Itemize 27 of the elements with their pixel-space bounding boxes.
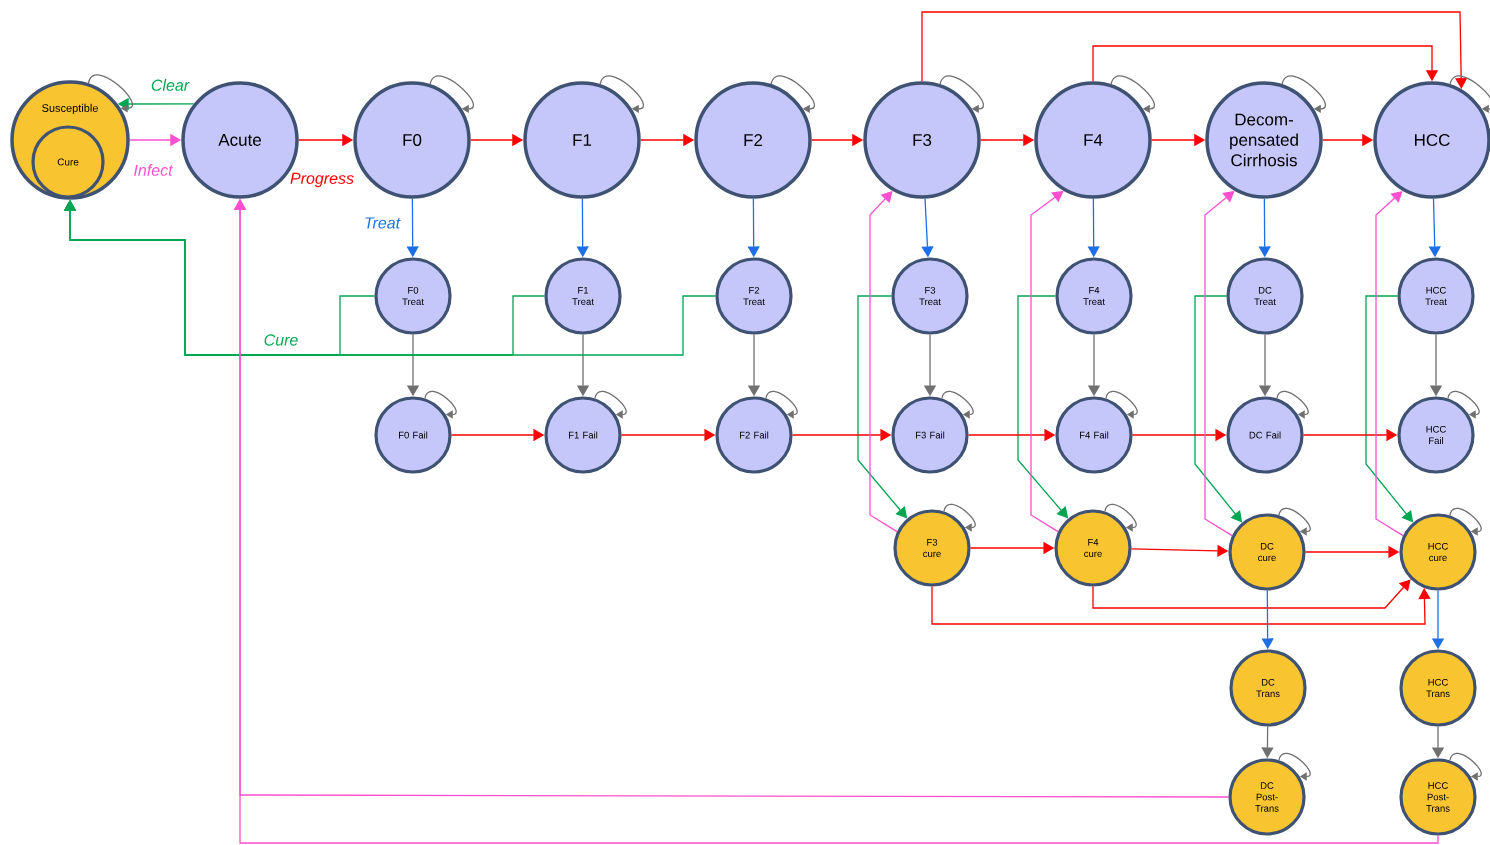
self-loop-arrow: [594, 390, 627, 419]
self-loop-arrow: [424, 390, 457, 419]
edge-label: Treat: [365, 217, 401, 229]
self-loop-arrow: [770, 75, 816, 114]
self-loop-arrow: [1278, 752, 1311, 781]
self-loop-arrow: [87, 74, 134, 113]
self-loop-arrow: [1449, 752, 1482, 781]
self-loop-arrow: [1110, 75, 1156, 114]
self-loop-arrow: [1447, 390, 1480, 419]
edge-label: Cure: [264, 334, 298, 346]
self-loop-arrow: [429, 75, 475, 114]
self-loop-arrow: [765, 390, 798, 419]
self-loop-arrow: [1449, 507, 1482, 536]
arrow: [931, 585, 1431, 625]
self-loop-arrow: [1449, 75, 1490, 114]
self-loop-arrow: [943, 503, 976, 532]
self-loop-arrow: [1278, 507, 1311, 536]
arrow: [1092, 579, 1411, 609]
self-loop-arrow: [941, 390, 974, 419]
self-loop-arrow: [1276, 390, 1309, 419]
edge-label: Infect: [134, 164, 174, 176]
self-loop-arrow: [1104, 503, 1137, 532]
self-loop-arrow: [1281, 75, 1327, 114]
self-loop-arrow: [1105, 390, 1138, 419]
self-loop-arrow: [599, 75, 645, 114]
self-loop-arrow: [939, 75, 985, 114]
arrow: [1092, 45, 1439, 82]
